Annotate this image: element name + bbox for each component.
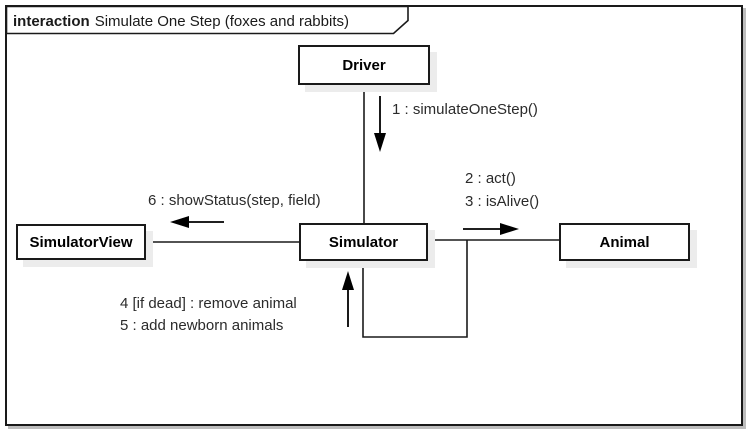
object-box-simulatorview[interactable]: SimulatorView <box>16 224 146 260</box>
object-label-simulatorview: SimulatorView <box>29 233 133 251</box>
object-label-simulator: Simulator <box>328 233 399 251</box>
message-label-3: 3 : isAlive() <box>465 193 540 210</box>
frame-title-text: Simulate One Step (foxes and rabbits) <box>94 13 349 30</box>
object-box-animal[interactable]: Animal <box>559 223 690 261</box>
frame-title-keyword: interaction <box>13 13 90 30</box>
message-label-1: 1 : simulateOneStep() <box>392 101 538 118</box>
object-box-driver[interactable]: Driver <box>298 45 430 85</box>
message-label-2: 2 : act() <box>465 170 516 187</box>
message-label-5: 5 : add newborn animals <box>120 317 284 334</box>
message-label-4: 4 [if dead] : remove animal <box>120 295 297 312</box>
object-label-driver: Driver <box>342 56 386 74</box>
message-label-6: 6 : showStatus(step, field) <box>148 192 321 209</box>
object-box-simulator[interactable]: Simulator <box>299 223 428 261</box>
object-label-animal: Animal <box>599 233 650 251</box>
